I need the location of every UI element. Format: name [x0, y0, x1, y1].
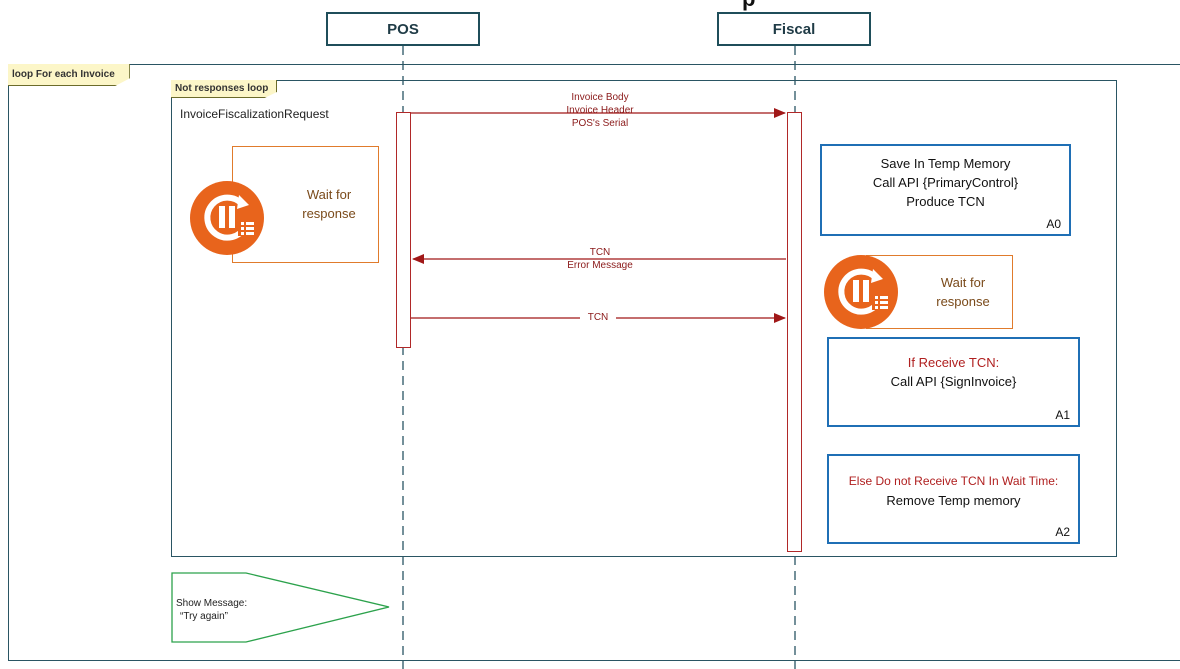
action-a1-box: If Receive TCN: Call API {SignInvoice} A… [827, 337, 1080, 427]
note-text: Show Message: “Try again” [176, 597, 247, 623]
note-shape [171, 572, 390, 643]
action-a0-line-2: Call API {PrimaryControl} [872, 175, 1019, 190]
note-line-2: “Try again” [180, 611, 228, 622]
action-a0-line-3: Produce TCN [906, 194, 985, 209]
inner-loop-frame: Not responses loop [171, 80, 1117, 557]
clipped-title-fragment: p [742, 0, 755, 12]
action-a0-line-1: Save In Temp Memory [880, 156, 1011, 171]
response-line-2: Error Message [567, 260, 633, 271]
action-a1-tag: A1 [1055, 408, 1070, 422]
action-a2-line: Remove Temp memory [886, 493, 1021, 508]
action-a1-text: If Receive TCN: Call API {SignInvoice} [829, 353, 1078, 391]
note-line-1: Show Message: [176, 598, 248, 609]
participant-pos: POS [326, 12, 480, 46]
action-a1-condition: If Receive TCN: [907, 355, 1000, 370]
participant-fiscal: Fiscal [717, 12, 871, 46]
outer-loop-frame: loop For each Invoice [8, 64, 1180, 661]
confirm-message-text: TCN [580, 311, 616, 324]
action-a2-tag: A2 [1055, 525, 1070, 539]
pause-refresh-icon [824, 255, 898, 329]
action-a1-line: Call API {SignInvoice} [890, 374, 1017, 389]
action-a2-text: Else Do not Receive TCN In Wait Time: Re… [829, 472, 1078, 510]
fiscal-wait-line-2: response [936, 294, 990, 309]
response-message-text: TCN Error Message [550, 246, 650, 272]
pos-activation-bar [396, 112, 411, 348]
fiscal-wait-text: Wait for response [913, 273, 1013, 311]
request-message-text: Invoice Body Invoice Header POS's Serial [540, 91, 660, 130]
pause-refresh-icon [190, 181, 264, 255]
fiscal-activation-bar [787, 112, 802, 552]
pos-wait-line-2: response [302, 206, 356, 221]
inner-loop-label: Not responses loop [171, 80, 278, 98]
action-a2-box: Else Do not Receive TCN In Wait Time: Re… [827, 454, 1080, 544]
response-line-1: TCN [589, 247, 611, 258]
pos-wait-text: Wait for response [279, 185, 379, 223]
action-a0-box: Save In Temp Memory Call API {PrimaryCon… [820, 144, 1071, 236]
action-a2-condition: Else Do not Receive TCN In Wait Time: [848, 474, 1059, 488]
request-line-1: Invoice Body [571, 92, 629, 103]
request-line-3: POS's Serial [571, 118, 629, 129]
pos-wait-line-1: Wait for [306, 187, 352, 202]
action-a0-tag: A0 [1046, 217, 1061, 231]
action-a0-text: Save In Temp Memory Call API {PrimaryCon… [822, 154, 1069, 211]
fiscal-wait-line-1: Wait for [940, 275, 986, 290]
request-line-2: Invoice Header [566, 105, 634, 116]
request-label: InvoiceFiscalizationRequest [180, 107, 329, 121]
outer-loop-label: loop For each Invoice [8, 64, 130, 86]
